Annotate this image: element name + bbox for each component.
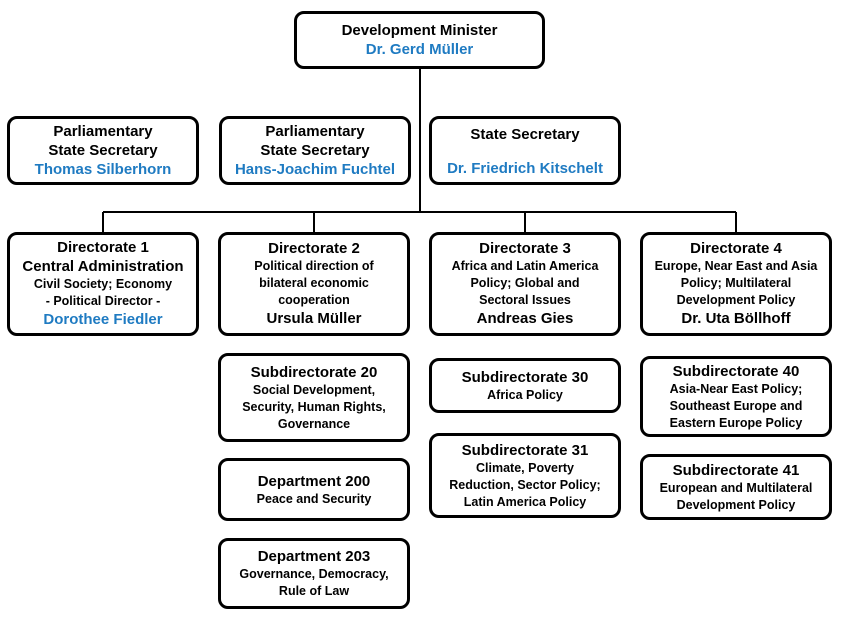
subdirectorate-31-box[interactable]: Subdirectorate 31 Climate, Poverty Reduc… (429, 433, 621, 518)
directorate-2-box[interactable]: Directorate 2 Political direction of bil… (218, 232, 410, 336)
directorate-area: Central Administration (22, 258, 184, 275)
secretary-name: Hans-Joachim Fuchtel (234, 160, 396, 178)
directorate-desc-line: Development Policy (676, 293, 796, 307)
unit-desc-line: Governance, Democracy, (239, 567, 389, 581)
subdirectorate-30-box[interactable]: Subdirectorate 30 Africa Policy (429, 358, 621, 413)
minister-title: Development Minister (341, 21, 498, 39)
subdirectorate-20-box[interactable]: Subdirectorate 20 Social Development, Se… (218, 353, 410, 442)
secretary-box-2[interactable]: Parliamentary State Secretary Hans-Joach… (219, 116, 411, 185)
directorate-3-box[interactable]: Directorate 3 Africa and Latin America P… (429, 232, 621, 336)
department-203-box[interactable]: Department 203 Governance, Democracy, Ru… (218, 538, 410, 609)
secretary-box-3[interactable]: State Secretary Dr. Friedrich Kitschelt (429, 116, 621, 185)
directorate-title: Directorate 3 (479, 240, 571, 257)
directorate-desc-line: cooperation (278, 293, 350, 307)
secretary-title-line2: State Secretary (48, 141, 158, 159)
secretary-title-line1: State Secretary (470, 126, 580, 143)
subdirectorate-40-box[interactable]: Subdirectorate 40 Asia-Near East Policy;… (640, 356, 832, 437)
unit-title: Subdirectorate 20 (250, 363, 378, 381)
unit-desc-line: Asia-Near East Policy; (669, 381, 803, 396)
directorate-title: Directorate 4 (690, 240, 782, 257)
unit-title: Subdirectorate 31 (461, 441, 589, 459)
directorate-desc-line: Policy; Multilateral (680, 276, 792, 290)
unit-title: Subdirectorate 30 (461, 368, 589, 386)
directorate-desc-line: - Political Director - (45, 294, 161, 308)
unit-desc-line: Rule of Law (278, 584, 350, 598)
directorate-head-name: Dr. Uta Böllhoff (681, 310, 791, 327)
directorate-head-name: Dorothee Fiedler (43, 311, 163, 328)
unit-title: Subdirectorate 40 (672, 362, 800, 380)
directorate-desc-line: Policy; Global and (470, 276, 580, 290)
unit-desc-line: Eastern Europe Policy (669, 415, 803, 430)
secretary-title-line2: State Secretary (260, 141, 370, 159)
secretary-name: Thomas Silberhorn (34, 160, 172, 178)
directorate-desc-line: bilateral economic (259, 276, 369, 290)
unit-title: Subdirectorate 41 (672, 461, 800, 479)
directorate-desc-line: Europe, Near East and Asia (654, 259, 818, 273)
directorate-desc-line: Africa and Latin America (451, 259, 599, 273)
directorate-4-box[interactable]: Directorate 4 Europe, Near East and Asia… (640, 232, 832, 336)
secretary-name: Dr. Friedrich Kitschelt (447, 160, 603, 177)
unit-desc-line: Development Policy (676, 497, 796, 512)
unit-title: Department 203 (257, 548, 371, 565)
directorate-desc-line: Political direction of (254, 259, 374, 273)
directorate-title: Directorate 2 (268, 240, 360, 257)
unit-desc-line: Security, Human Rights, (242, 399, 386, 414)
minister-box[interactable]: Development Minister Dr. Gerd Müller (294, 11, 545, 69)
secretary-title-line1: Parliamentary (265, 122, 365, 140)
directorate-desc-line: Civil Society; Economy (33, 277, 173, 291)
minister-name: Dr. Gerd Müller (365, 40, 474, 58)
unit-desc-line: Africa Policy (487, 387, 563, 402)
department-200-box[interactable]: Department 200 Peace and Security (218, 458, 410, 521)
directorate-head-name: Ursula Müller (266, 310, 362, 327)
unit-title: Department 200 (257, 472, 371, 490)
subdirectorate-41-box[interactable]: Subdirectorate 41 European and Multilate… (640, 454, 832, 520)
unit-desc-line: European and Multilateral (659, 480, 813, 495)
unit-desc-line: Governance (277, 416, 351, 431)
unit-desc-line: Southeast Europe and (669, 398, 803, 413)
secretary-box-1[interactable]: Parliamentary State Secretary Thomas Sil… (7, 116, 199, 185)
unit-desc-line: Peace and Security (256, 491, 372, 506)
secretary-title-line1: Parliamentary (53, 122, 153, 140)
directorate-1-box[interactable]: Directorate 1 Central Administration Civ… (7, 232, 199, 336)
directorate-title: Directorate 1 (57, 239, 149, 256)
unit-desc-line: Climate, Poverty (476, 460, 574, 475)
unit-desc-line: Latin America Policy (463, 494, 587, 509)
unit-desc-line: Social Development, (252, 382, 376, 397)
directorate-head-name: Andreas Gies (476, 310, 574, 327)
directorate-desc-line: Sectoral Issues (479, 293, 571, 307)
unit-desc-line: Reduction, Sector Policy; (449, 477, 601, 492)
